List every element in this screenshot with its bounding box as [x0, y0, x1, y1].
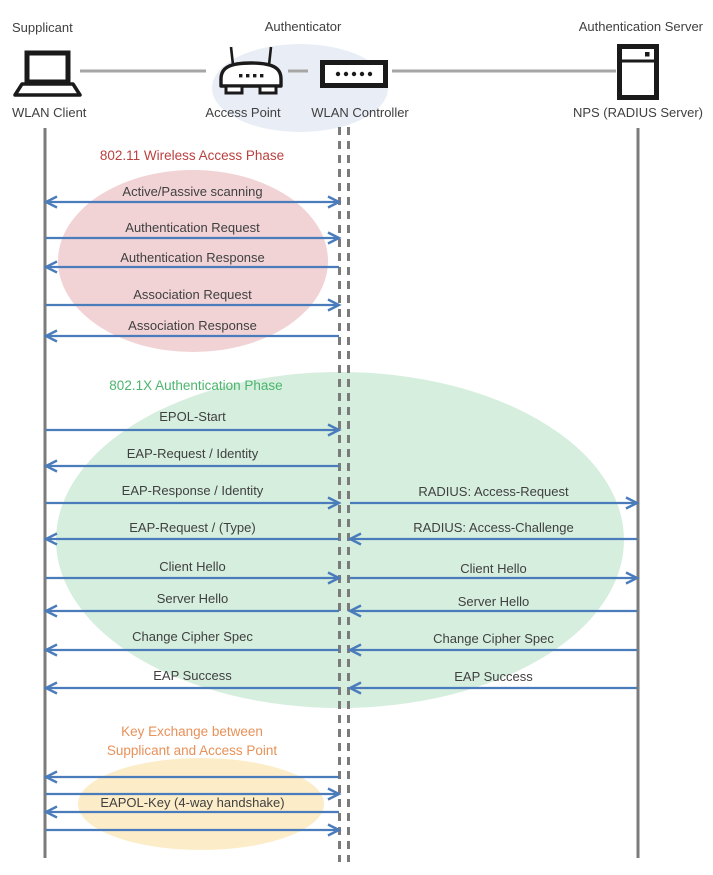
message-arrow — [43, 805, 339, 819]
message-arrow — [46, 423, 342, 437]
phase3-title-line1: Key Exchange between — [121, 724, 263, 739]
node-label-access-point: Access Point — [205, 105, 281, 120]
message-arrow — [46, 571, 342, 585]
message-arrow — [350, 496, 640, 510]
message-arrow — [347, 532, 637, 546]
phase3-title: Key Exchange between Supplicant and Acce… — [42, 722, 342, 760]
message-arrow — [347, 604, 637, 618]
message-arrow — [350, 571, 640, 585]
message-arrow — [347, 643, 637, 657]
wlan-controller-icon — [320, 60, 388, 88]
message-arrow — [43, 532, 339, 546]
phase3-title-line2: Supplicant and Access Point — [106, 743, 278, 758]
phase3-ellipse — [78, 758, 324, 850]
message-arrow — [43, 260, 339, 274]
laptop-icon — [13, 50, 82, 97]
phase2-title: 802.1X Authentication Phase — [109, 378, 283, 393]
message-arrow — [46, 823, 342, 837]
message-arrow — [43, 604, 339, 618]
message-arrow — [46, 298, 342, 312]
node-label-wlan-client: WLAN Client — [12, 105, 87, 120]
message-arrow — [347, 681, 637, 695]
message-arrow — [43, 329, 339, 343]
message-arrow — [43, 643, 339, 657]
message-arrow — [43, 770, 339, 784]
message-arrow — [46, 231, 342, 245]
phase1-ellipse — [58, 170, 328, 352]
node-label-wlan-controller: WLAN Controller — [311, 105, 409, 120]
role-label-authenticator: Authenticator — [264, 19, 342, 34]
server-icon — [617, 44, 659, 100]
phase1-title: 802.11 Wireless Access Phase — [99, 148, 285, 163]
node-label-nps-radius-server: NPS (RADIUS Server) — [572, 105, 703, 120]
message-arrow — [46, 787, 342, 801]
role-label-authentication-server: Authentication Server — [578, 19, 703, 34]
message-arrow — [43, 681, 339, 695]
role-label-supplicant: Supplicant — [12, 20, 73, 35]
message-arrow — [43, 459, 339, 473]
message-arrow — [43, 195, 342, 209]
message-arrow — [46, 496, 342, 510]
access-point-icon — [219, 46, 283, 95]
